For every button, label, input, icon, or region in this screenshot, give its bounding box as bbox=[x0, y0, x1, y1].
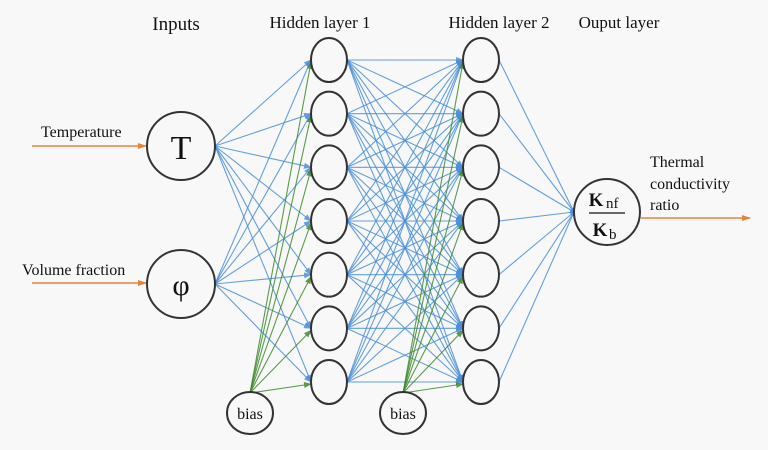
input-node-temperature: T bbox=[146, 111, 216, 181]
bias-2-label: bias bbox=[390, 406, 416, 423]
hidden-layer-2-neuron bbox=[462, 90, 500, 137]
output-numerator-sub: nf bbox=[606, 196, 619, 212]
hidden2-to-output-edge bbox=[498, 166, 575, 213]
bias-1-label: bias bbox=[237, 406, 263, 423]
hidden-layer-2-neuron bbox=[462, 198, 500, 244]
hidden-layer-2-neuron bbox=[462, 305, 500, 352]
output-label-line-1: Thermal bbox=[650, 154, 705, 171]
input-to-hidden1-edge bbox=[214, 59, 312, 285]
output-label-line-3: ratio bbox=[650, 197, 679, 214]
hidden-layer-2-title: Hidden layer 2 bbox=[448, 13, 549, 32]
hidden-layer-2-neuron bbox=[462, 359, 500, 405]
temperature-label: Temperature bbox=[41, 124, 122, 141]
input-to-hidden1-edge bbox=[214, 272, 312, 285]
volume-fraction-label: Volume fraction bbox=[22, 262, 125, 279]
hidden2-to-output-edge bbox=[498, 59, 575, 213]
hidden2-to-output-edge bbox=[498, 211, 575, 276]
hidden2-to-output-edge bbox=[498, 211, 575, 383]
bias-node-1: bias bbox=[226, 391, 274, 435]
hidden1-to-hidden2-edge bbox=[346, 220, 464, 383]
bias2-to-hidden2-edge bbox=[402, 114, 465, 394]
hidden-layer-2-nodes bbox=[462, 37, 500, 405]
bias1-to-hidden1-edge bbox=[249, 168, 313, 394]
inputs-title: Inputs bbox=[152, 14, 200, 35]
hidden2-to-output-edge bbox=[498, 211, 575, 222]
bias-node-2: bias bbox=[379, 391, 427, 435]
output-layer-title: Ouput layer bbox=[579, 13, 660, 32]
hidden1-to-hidden2-edge bbox=[346, 59, 464, 383]
bias1-to-hidden1-edge bbox=[249, 275, 312, 394]
hidden-layer-1-neuron bbox=[310, 251, 348, 298]
output-denominator: K bbox=[593, 220, 608, 241]
hidden1-to-hidden2-edge bbox=[346, 327, 464, 383]
input-to-hidden1-edge bbox=[214, 112, 312, 285]
bias2-to-hidden2-edge bbox=[402, 275, 464, 394]
hidden1-to-hidden2-edge bbox=[346, 59, 464, 329]
output-denominator-sub: b bbox=[609, 227, 617, 243]
hidden1-to-hidden2-edge bbox=[346, 59, 464, 168]
hidden1-to-hidden2-edge bbox=[346, 59, 464, 115]
bias2-to-hidden2-edge bbox=[402, 329, 464, 394]
bias-edges bbox=[249, 61, 465, 394]
input-to-hidden1-edge bbox=[214, 145, 312, 276]
hidden-layer-2-neuron bbox=[462, 251, 500, 298]
hidden-layer-1-neuron bbox=[310, 90, 348, 137]
hidden2-to-output-edge bbox=[498, 211, 575, 329]
hidden2-to-output-edge bbox=[498, 113, 575, 213]
input-to-hidden1-edge bbox=[214, 113, 312, 147]
input-to-hidden1-edge bbox=[214, 145, 312, 330]
hidden-layer-1-nodes bbox=[310, 37, 348, 405]
hidden1-to-hidden2-edge bbox=[346, 59, 464, 222]
bias1-to-hidden1-edge bbox=[249, 382, 312, 394]
input-to-hidden1-edge bbox=[214, 145, 312, 169]
input-to-hidden1-edge bbox=[214, 59, 312, 147]
bias2-to-hidden2-edge bbox=[402, 382, 464, 394]
bias1-to-hidden1-edge bbox=[249, 114, 313, 394]
hidden-layer-1-neuron bbox=[310, 305, 348, 352]
output-node: K nf K b bbox=[573, 178, 641, 246]
output-numerator: K bbox=[589, 190, 604, 211]
temperature-symbol: T bbox=[171, 130, 192, 167]
output-label-line-2: conductivity bbox=[650, 176, 730, 193]
bias2-to-hidden2-edge bbox=[402, 61, 465, 394]
input-to-hidden1-edge bbox=[214, 145, 312, 222]
hidden1-to-hidden2-edge bbox=[346, 273, 464, 383]
input-to-hidden1-edge bbox=[214, 145, 312, 383]
hidden-layer-1-title: Hidden layer 1 bbox=[269, 13, 370, 32]
hidden-layer-2-neuron bbox=[462, 144, 500, 191]
input-to-hidden1-edge bbox=[214, 166, 312, 285]
bias2-to-hidden2-edge bbox=[402, 222, 464, 394]
hidden-layer-1-neuron bbox=[310, 359, 348, 405]
hidden-layer-1-neuron bbox=[310, 37, 348, 83]
bias1-to-hidden1-edge bbox=[249, 329, 312, 394]
bias1-to-hidden1-edge bbox=[249, 61, 313, 394]
input-to-hidden1-edge bbox=[214, 283, 312, 329]
weight-edges bbox=[214, 57, 578, 385]
hidden1-to-hidden2-edge bbox=[346, 112, 464, 383]
input-to-hidden1-edge bbox=[214, 220, 312, 285]
hidden1-to-hidden2-edge bbox=[346, 59, 464, 275]
bias1-to-hidden1-edge bbox=[249, 222, 312, 394]
input-node-volume-fraction: φ bbox=[146, 249, 216, 319]
volume-fraction-symbol: φ bbox=[172, 269, 189, 302]
bias2-to-hidden2-edge bbox=[402, 168, 465, 394]
hidden-layer-1-neuron bbox=[310, 198, 348, 244]
hidden-layer-2-neuron bbox=[462, 37, 500, 83]
hidden-layer-1-neuron bbox=[310, 144, 348, 191]
